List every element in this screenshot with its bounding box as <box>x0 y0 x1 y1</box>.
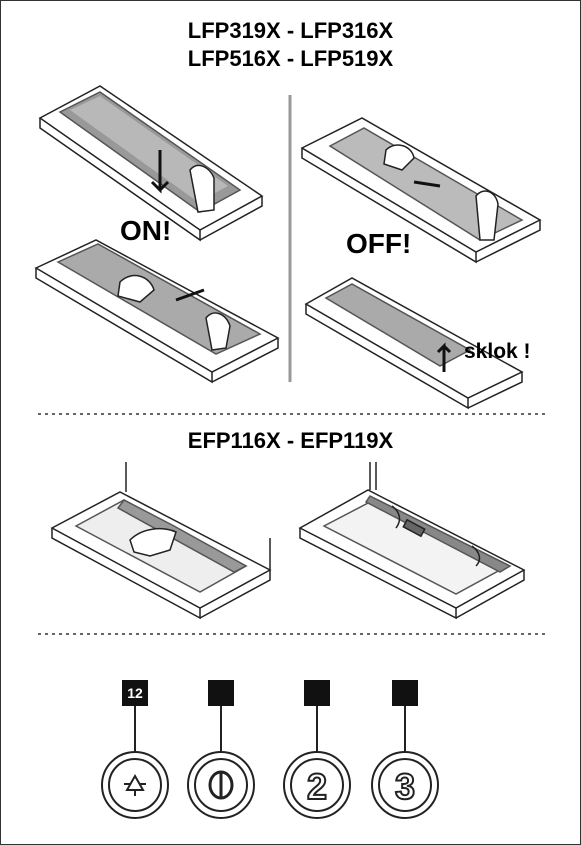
efp-model-title: EFP116X - EFP119X <box>187 428 394 453</box>
indicator-speed-3 <box>392 680 418 706</box>
light-bulb-icon <box>124 773 146 796</box>
light-button[interactable] <box>101 751 169 819</box>
hood-top-left <box>38 85 264 242</box>
indicator-speed-2 <box>304 680 330 706</box>
hood-mid-left <box>34 239 280 384</box>
model-title-line-1: LFP319X - LFP316X <box>187 18 394 43</box>
sklok-label: sklok ! <box>464 340 531 363</box>
speed-3-symbol: 3 <box>395 766 415 807</box>
on-label: ON! <box>120 215 172 246</box>
efp-hood-left <box>50 462 272 620</box>
speed-3-button[interactable]: 3 <box>371 751 439 819</box>
indicator-power <box>208 680 234 706</box>
speed-2-button[interactable]: 2 <box>283 751 351 819</box>
power-button[interactable] <box>187 751 255 819</box>
speed-2-symbol: 2 <box>307 766 327 807</box>
hood-top-right <box>300 117 542 264</box>
power-icon <box>208 770 234 800</box>
off-label: OFF! <box>346 228 412 259</box>
efp-hood-right <box>298 462 526 620</box>
hood-bottom-right <box>304 277 524 410</box>
model-title-line-2: LFP516X - LFP519X <box>187 46 394 71</box>
light-indicator-badge: 12 <box>122 680 148 706</box>
